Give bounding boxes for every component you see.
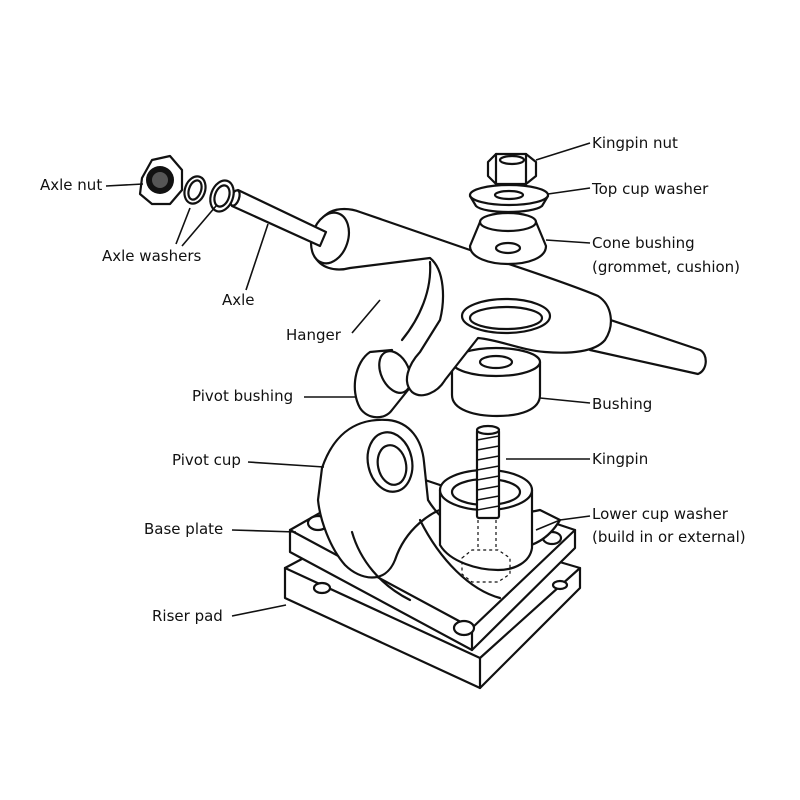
label-cone-bushing: Cone bushing — [592, 234, 695, 252]
bushing-shape — [450, 346, 542, 418]
leader-lines — [105, 142, 591, 617]
axle-shape — [229, 188, 328, 248]
label-bushing: Bushing — [592, 395, 653, 413]
label-axle-nut: Axle nut — [40, 176, 103, 194]
label-kingpin-nut: Kingpin nut — [592, 134, 678, 152]
label-hanger: Hanger — [286, 326, 341, 344]
label-cone-bushing-alt: (grommet, cushion) — [592, 258, 741, 276]
pivot-bushing-shape — [353, 348, 412, 419]
kingpin-nut-shape — [486, 152, 538, 186]
hanger-shape — [309, 207, 707, 397]
label-kingpin: Kingpin — [592, 450, 649, 468]
axle-nut-shape — [138, 154, 184, 206]
label-base-plate: Base plate — [144, 520, 224, 538]
kingpin-shape — [475, 424, 501, 520]
label-lower-cup-washer: Lower cup washer — [592, 505, 728, 523]
label-pivot-bushing: Pivot bushing — [192, 387, 294, 405]
label-axle-washers: Axle washers — [102, 247, 202, 265]
label-riser-pad: Riser pad — [152, 607, 223, 625]
label-lower-cup-washer-note: (build in or external) — [592, 528, 746, 546]
top-cup-washer-shape — [468, 183, 550, 214]
cone-bushing-shape — [468, 211, 548, 266]
label-top-cup-washer: Top cup washer — [592, 180, 709, 198]
axle-washers-shape — [183, 175, 235, 213]
label-pivot-cup: Pivot cup — [172, 451, 241, 469]
label-axle: Axle — [222, 291, 255, 309]
